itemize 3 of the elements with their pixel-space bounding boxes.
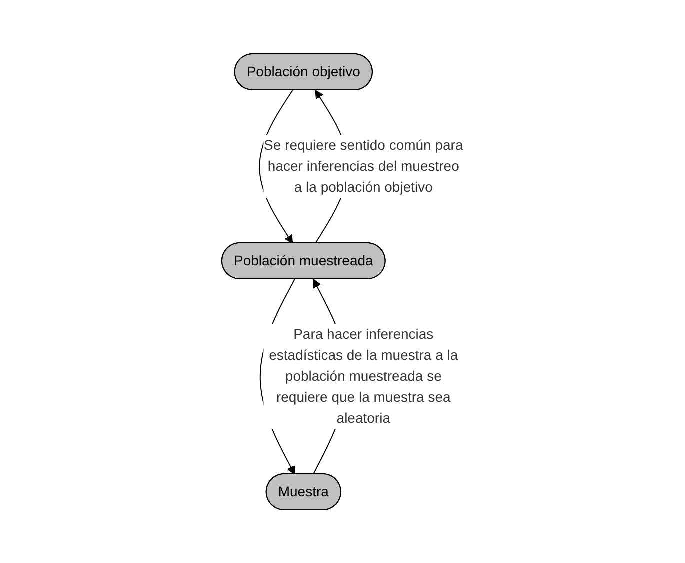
edge-label: Para hacer inferencias estadísticas de la muestra a la población muestreada se requiere que la muestra sea aleatoria — [268, 325, 458, 426]
edge-label: Se requiere sentido común para hacer inferencias del muestreo a la población objetivo — [264, 136, 463, 194]
arrow — [258, 90, 293, 244]
